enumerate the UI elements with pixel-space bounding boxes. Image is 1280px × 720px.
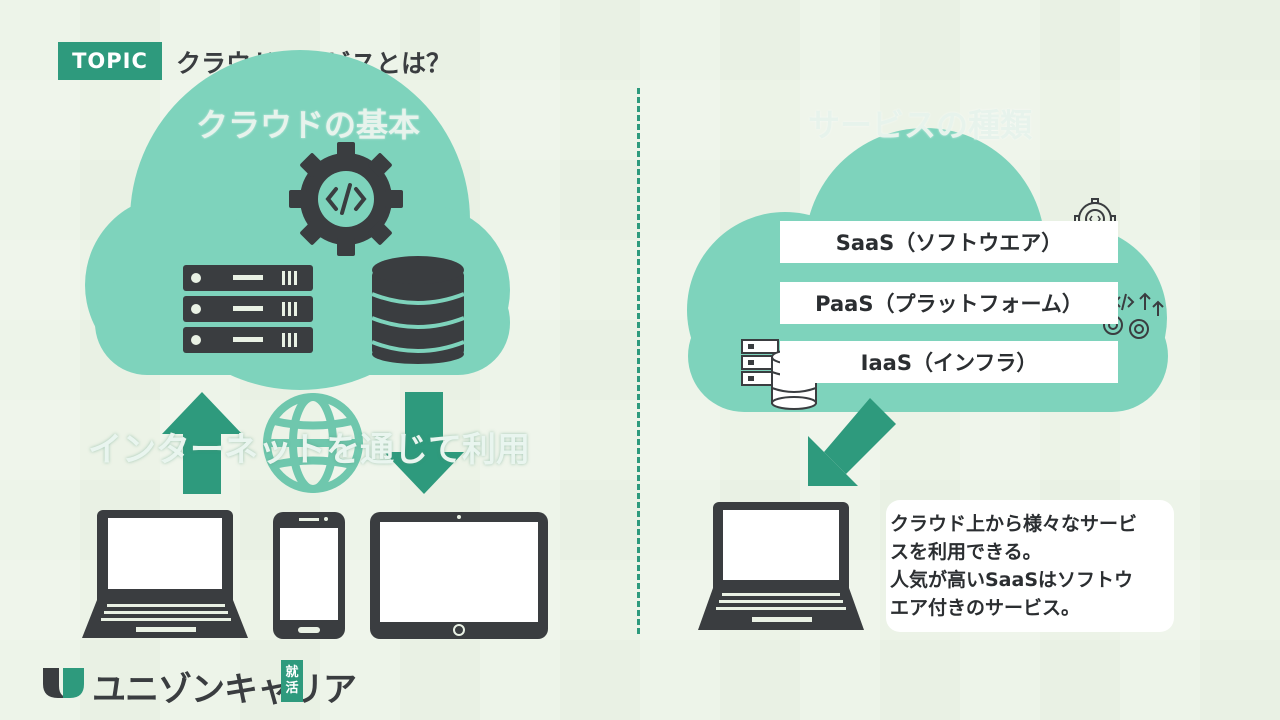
arrow-down-left-icon — [808, 398, 896, 486]
arrow-up-icon — [162, 392, 242, 494]
section-divider — [637, 88, 640, 634]
arrow-down-icon — [384, 392, 464, 494]
gear-code-icon — [289, 142, 403, 256]
laptop-icon — [82, 510, 248, 638]
laptop-right-icon — [698, 502, 864, 630]
description-note: クラウド上から様々なサービ スを利用できる。 人気が高いSaaSはソフトウ エア… — [886, 500, 1174, 632]
brand-logo-icon — [43, 668, 84, 698]
brand-name: ユニゾンキャリア — [92, 670, 357, 710]
note-line: 人気が高いSaaSはソフトウ — [890, 569, 1134, 591]
right-section-title: サービスの種類 — [808, 106, 1033, 144]
service-saas: SaaS（ソフトウエア） — [780, 221, 1118, 263]
service-iaas: IaaS（インフラ） — [780, 341, 1118, 383]
globe-icon — [263, 393, 363, 493]
brand-tag-line: 活 — [285, 681, 299, 696]
brand-tag-line: 就 — [285, 665, 299, 680]
note-line: スを利用できる。 — [890, 541, 1042, 563]
note-line: クラウド上から様々なサービ — [890, 513, 1138, 535]
topic-badge: TOPIC — [58, 42, 162, 80]
server-rack-icon — [183, 265, 313, 353]
brand-tag: 就 活 — [281, 660, 303, 702]
internet-usage-text: インターネットを通じて利用 — [88, 430, 530, 470]
database-icon — [371, 256, 465, 364]
tablet-icon — [370, 512, 548, 639]
smartphone-icon — [273, 512, 345, 639]
paas-devops-icon — [1103, 292, 1164, 339]
note-line: エア付きのサービス。 — [890, 597, 1081, 619]
service-paas: PaaS（プラットフォーム） — [780, 282, 1118, 324]
left-section-title: クラウドの基本 — [196, 106, 421, 144]
